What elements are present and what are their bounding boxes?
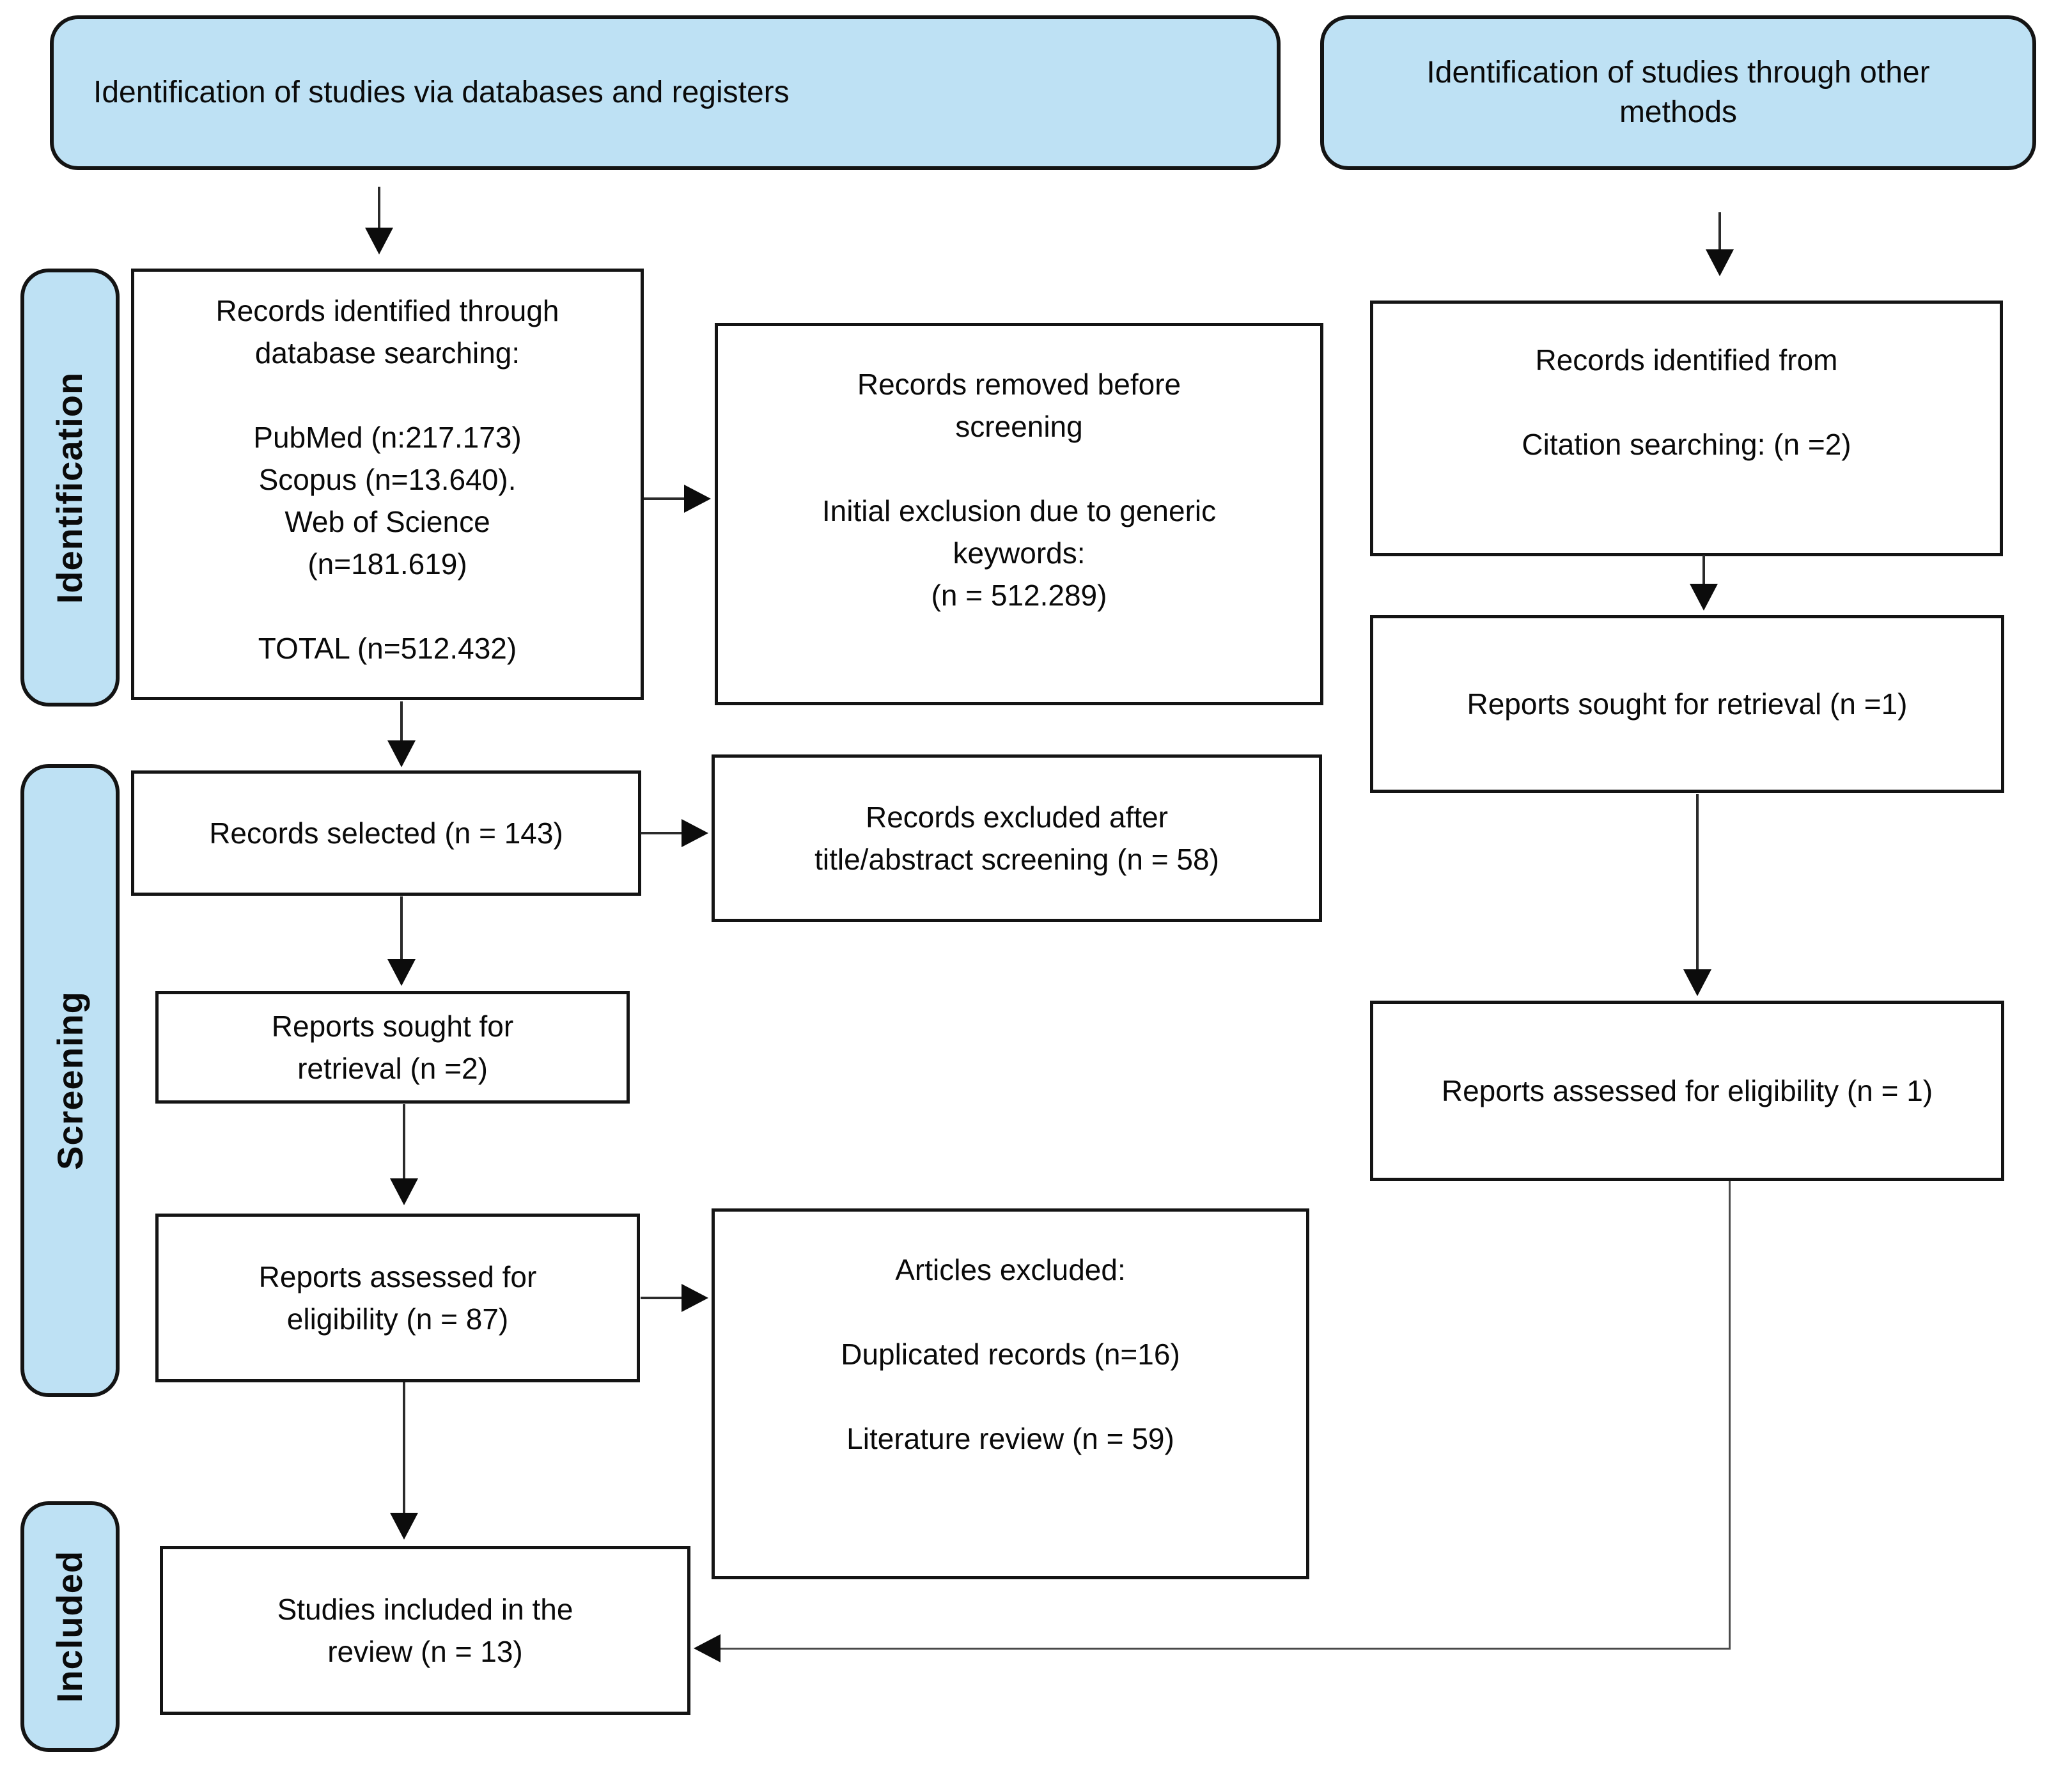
box-studies-included: Studies included in the review (n = 13) bbox=[160, 1546, 690, 1715]
arrow-assessed-to-included-icon bbox=[390, 1382, 418, 1540]
arrow-header-right-down-icon bbox=[1706, 212, 1734, 276]
box-reports-assessed-eligibility-left: Reports assessed for eligibility (n = 87… bbox=[155, 1214, 640, 1382]
arrow-assessed-to-articles-icon bbox=[641, 1284, 708, 1312]
arrow-citation-to-sought-icon bbox=[1690, 555, 1718, 611]
arrow-selected-to-sought-icon bbox=[387, 896, 416, 986]
sidebar-screening-label: Screening bbox=[49, 991, 90, 1170]
sidebar-identification-label: Identification bbox=[49, 371, 90, 604]
arrow-elbow-to-studies-included-icon bbox=[694, 1634, 1731, 1662]
box-reports-sought-retrieval-left: Reports sought for retrieval (n =2) bbox=[155, 991, 630, 1104]
box-reports-sought-retrieval-right: Reports sought for retrieval (n =1) bbox=[1370, 615, 2004, 793]
sidebar-screening: Screening bbox=[20, 764, 120, 1397]
arrow-db-to-removed-icon bbox=[644, 485, 711, 513]
sidebar-included-label: Included bbox=[49, 1550, 90, 1703]
arrow-selected-to-excluded-icon bbox=[641, 819, 708, 847]
box-records-identified-databases: Records identified through database sear… bbox=[131, 269, 644, 700]
box-reports-assessed-eligibility-right: Reports assessed for eligibility (n = 1) bbox=[1370, 1001, 2004, 1181]
arrow-sought-to-assessed-icon bbox=[390, 1104, 418, 1205]
sidebar-included: Included bbox=[20, 1501, 120, 1752]
arrow-db-to-selected-icon bbox=[387, 701, 416, 767]
box-records-selected: Records selected (n = 143) bbox=[131, 770, 641, 896]
header-databases-registers: Identification of studies via databases … bbox=[50, 15, 1281, 170]
box-records-removed-before-screening: Records removed before screening Initial… bbox=[715, 323, 1323, 705]
header-other-methods: Identification of studies through other … bbox=[1320, 15, 2036, 170]
elbow-vertical-line bbox=[1729, 1181, 1731, 1648]
arrow-header-left-down-icon bbox=[365, 187, 393, 254]
box-records-excluded-title-abstract: Records excluded after title/abstract sc… bbox=[712, 754, 1322, 922]
sidebar-identification: Identification bbox=[20, 269, 120, 707]
box-articles-excluded: Articles excluded: Duplicated records (n… bbox=[712, 1208, 1309, 1579]
box-records-identified-citation: Records identified from Citation searchi… bbox=[1370, 301, 2003, 556]
arrow-sought-to-assessed-right-icon bbox=[1683, 794, 1711, 996]
